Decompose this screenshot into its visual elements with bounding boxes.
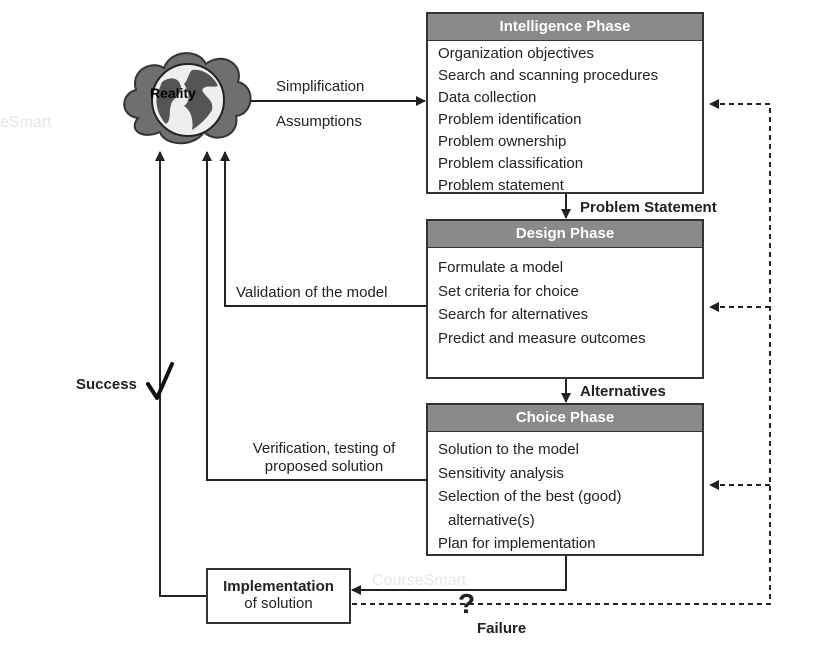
label-failure: Failure bbox=[477, 620, 527, 637]
choice-item: Selection of the best (good) bbox=[438, 488, 622, 505]
label-verification-line1: Verification, testing of bbox=[252, 440, 396, 457]
intelligence-item: Search and scanning procedures bbox=[438, 67, 659, 84]
choice-phase-title: Choice Phase bbox=[428, 405, 702, 432]
arrow-validation bbox=[220, 151, 426, 307]
intelligence-phase-box: Intelligence Phase Organization objectiv… bbox=[426, 12, 704, 194]
watermark-left: eSmart bbox=[0, 114, 52, 131]
watermark-bottom: CourseSmart bbox=[372, 572, 467, 589]
reality-label: Reality bbox=[150, 85, 196, 101]
label-simplification: Simplification bbox=[276, 78, 365, 95]
arrow-success bbox=[155, 151, 206, 597]
implementation-title: Implementation bbox=[223, 578, 334, 595]
arrow-verification bbox=[202, 151, 426, 481]
intelligence-item: Data collection bbox=[438, 89, 537, 106]
design-phase-box: Design Phase Formulate a model Set crite… bbox=[426, 219, 704, 379]
choice-item: Plan for implementation bbox=[438, 535, 596, 552]
design-phase-title: Design Phase bbox=[428, 221, 702, 248]
arrow-to-implementation bbox=[351, 556, 567, 595]
question-mark-icon: ? bbox=[458, 588, 476, 619]
intelligence-item: Problem classification bbox=[438, 155, 584, 172]
intelligence-item: Problem identification bbox=[438, 111, 582, 128]
choice-item: Solution to the model bbox=[438, 441, 579, 458]
intelligence-item: Problem statement bbox=[438, 177, 564, 194]
intelligence-item: Problem ownership bbox=[438, 133, 567, 150]
label-success: Success bbox=[76, 376, 137, 393]
choice-item: alternative(s) bbox=[448, 511, 535, 529]
design-item: Predict and measure outcomes bbox=[438, 329, 646, 347]
design-item: Set criteria for choice bbox=[438, 282, 579, 300]
intelligence-phase-title: Intelligence Phase bbox=[428, 14, 702, 41]
label-alternatives: Alternatives bbox=[580, 383, 666, 400]
design-item: Formulate a model bbox=[438, 259, 564, 276]
choice-phase-box: Choice Phase Solution to the model Sensi… bbox=[426, 403, 704, 556]
implementation-box: Implementation of solution bbox=[206, 568, 351, 624]
design-item: Search for alternatives bbox=[438, 306, 589, 323]
choice-item: Sensitivity analysis bbox=[438, 464, 564, 482]
check-icon bbox=[146, 362, 174, 400]
label-validation: Validation of the model bbox=[236, 284, 388, 301]
reality-cloud-globe-icon bbox=[123, 52, 252, 145]
label-assumptions: Assumptions bbox=[276, 113, 362, 130]
failure-dashed-line bbox=[352, 104, 771, 605]
label-verification-line2: proposed solution bbox=[264, 458, 384, 475]
intelligence-item: Organization objectives bbox=[438, 45, 594, 62]
implementation-subtitle: of solution bbox=[244, 595, 313, 612]
label-problem-statement: Problem Statement bbox=[580, 199, 717, 216]
